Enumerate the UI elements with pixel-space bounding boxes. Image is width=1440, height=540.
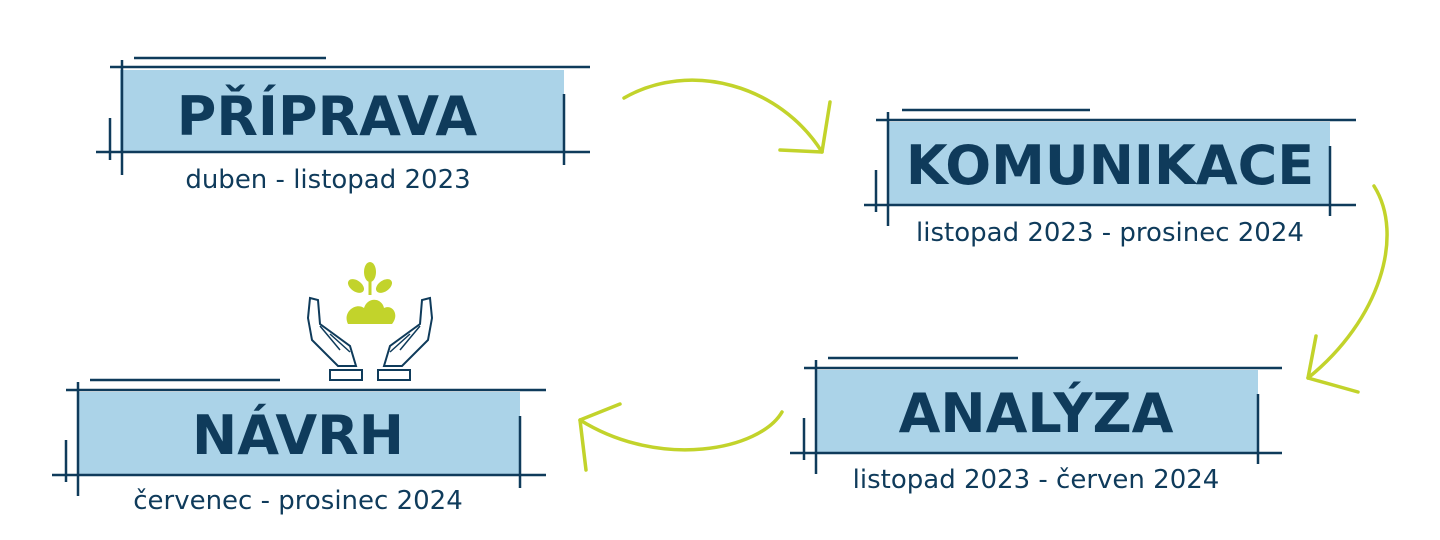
stage-dates: listopad 2023 - červen 2024 (853, 465, 1220, 495)
arrow-komunikace-to-analyza (1306, 184, 1389, 394)
frame-lines (52, 378, 546, 496)
stage-box (888, 122, 1330, 204)
stage-box (816, 370, 1258, 452)
stage-title: ANALÝZA (899, 382, 1174, 445)
stage-title: KOMUNIKACE (906, 134, 1314, 197)
frame-lines (790, 356, 1282, 474)
hands-holding-plant-icon (306, 262, 434, 381)
arrow-analyza-to-navrh (578, 402, 784, 472)
stage-box (78, 392, 520, 474)
frame-lines (864, 108, 1356, 226)
stage-komunikace: KOMUNIKACE listopad 2023 - prosinec 2024 (864, 108, 1356, 248)
stage-analyza: ANALÝZA listopad 2023 - červen 2024 (790, 356, 1282, 495)
stage-title: NÁVRH (192, 404, 404, 467)
stage-navrh: NÁVRH červenec - prosinec 2024 (52, 378, 546, 516)
stage-title: PŘÍPRAVA (177, 85, 478, 148)
stage-dates: listopad 2023 - prosinec 2024 (916, 218, 1304, 248)
frame-lines (96, 56, 590, 175)
arrow-priprava-to-komunikace (622, 78, 832, 154)
stage-priprava: PŘÍPRAVA duben - listopad 2023 (96, 56, 590, 195)
stage-dates: červenec - prosinec 2024 (133, 486, 463, 516)
stage-dates: duben - listopad 2023 (185, 165, 470, 195)
stage-box (120, 70, 564, 152)
